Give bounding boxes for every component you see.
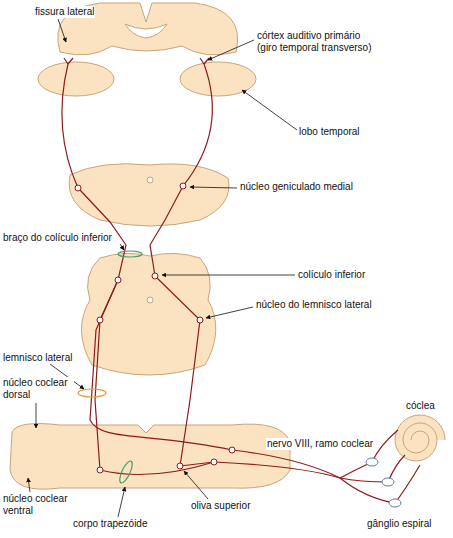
structure-label: córtex auditivo primário (giro temporal …: [256, 30, 384, 54]
olive-fiber: [180, 462, 214, 466]
neuron: [180, 183, 186, 189]
cortex-ending: [64, 58, 209, 64]
ganglion-cell: [389, 499, 401, 507]
leader-line: [28, 478, 30, 492]
fourth-ventricle: [147, 297, 153, 303]
structure-label: gânglio espiral: [366, 518, 433, 530]
ganglion-fiber: [340, 455, 405, 482]
leader-line: [184, 471, 208, 499]
leader-line: [36, 403, 37, 428]
leader-line: [208, 40, 254, 60]
neuron-bodies: [75, 183, 235, 473]
dorsal-stria-fiber: [90, 280, 232, 450]
neuron: [97, 317, 103, 323]
brachium-marker: [118, 251, 142, 257]
ganglion-cell: [382, 478, 394, 486]
ganglion-cell: [366, 458, 378, 466]
lemniscus-marker: [78, 389, 106, 397]
organ-label: cóclea: [405, 400, 436, 412]
neuron: [229, 447, 235, 453]
midbrain-thalamus-section: [69, 164, 229, 226]
medulla-section: [10, 424, 290, 490]
aqueduct: [147, 177, 153, 183]
trapezoid-marker: [117, 459, 134, 484]
cochlear-nerve: [214, 462, 340, 478]
right-temporal-lobe: [180, 62, 256, 96]
tract-markers: [78, 251, 142, 485]
structure-label: braço do colículo inferior: [2, 232, 113, 244]
neuron: [197, 317, 203, 323]
structure-label: lobo temporal: [298, 126, 361, 138]
structure-label: lemnisco lateral: [2, 352, 73, 364]
leader-line: [118, 487, 125, 517]
neuron: [177, 463, 183, 469]
right-brachium: [150, 188, 182, 276]
neuron: [211, 459, 217, 465]
structure-label: núcleo coclear dorsal: [2, 377, 74, 401]
leader-line: [162, 275, 295, 276]
leader-line: [120, 244, 124, 250]
right-radiation: [183, 64, 212, 186]
leader-line: [242, 90, 297, 130]
neuron: [97, 467, 103, 473]
leader-line: [190, 187, 237, 188]
leader-line: [206, 307, 253, 318]
auditory-pathways: [62, 58, 420, 503]
lateral-ventricles: [125, 24, 167, 38]
nerve-label: nervo VIII, ramo coclear: [266, 438, 374, 450]
structure-label: corpo trapezóide: [72, 518, 149, 530]
leader-line: [58, 19, 66, 42]
left-radiation: [62, 64, 78, 188]
right-lateral-lemniscus: [155, 276, 200, 466]
ventricles: [125, 24, 167, 303]
spiral-ganglion-cells: [366, 458, 401, 507]
trapezoid-fiber: [100, 462, 214, 475]
structure-label: fissura lateral: [34, 6, 95, 18]
ganglion-fiber: [340, 465, 420, 503]
structure-label: oliva superior: [190, 500, 251, 512]
neuron: [152, 273, 158, 279]
cochlea: [395, 415, 445, 461]
neuron: [115, 277, 121, 283]
neuron: [75, 185, 81, 191]
structure-label: colículo inferior: [297, 269, 366, 281]
structure-label: núcleo geniculado medial: [239, 181, 354, 193]
leader-lines: [28, 19, 297, 517]
structure-label: núcleo do lemnisco lateral: [255, 299, 373, 311]
brain-sections: [10, 3, 445, 489]
left-lateral-lemniscus: [95, 280, 118, 470]
structure-label: núcleo coclear ventral: [2, 493, 74, 517]
left-temporal-lobe: [38, 62, 114, 96]
